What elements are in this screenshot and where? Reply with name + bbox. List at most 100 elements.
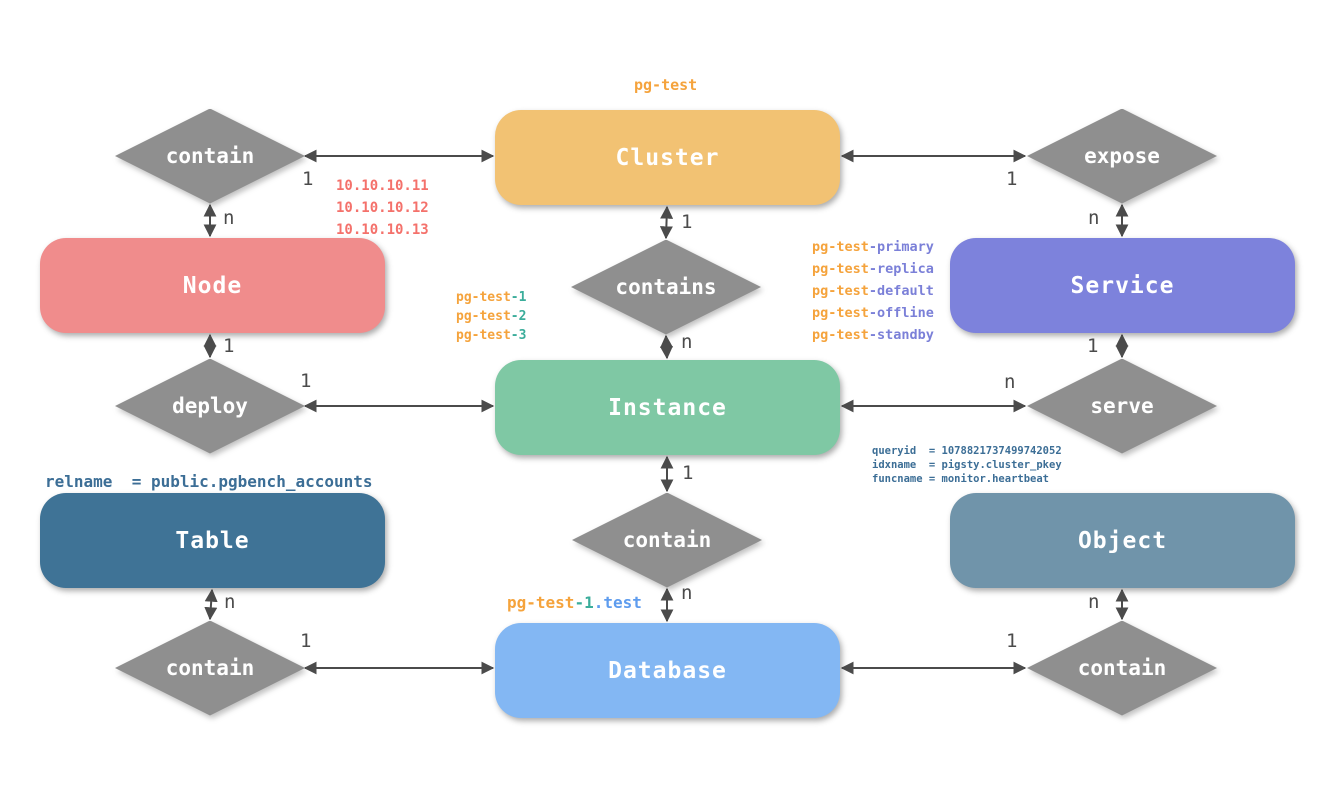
annotation-text: -replica — [868, 261, 934, 277]
annotation-database-name: pg-test-1.test — [507, 593, 642, 613]
entity-label-database: Database — [608, 657, 727, 684]
cardinality-contain-node: n — [223, 207, 235, 229]
relation-label-contain-object: contain — [1077, 656, 1167, 680]
diamond-shape: serve — [1027, 358, 1217, 454]
diamond-shape: contain — [1027, 620, 1217, 716]
annotation-text: 10.10.10.12 — [336, 200, 429, 216]
entity-database: Database — [495, 623, 840, 718]
diamond-shape: contain — [115, 108, 305, 204]
annotation-text: -default — [868, 283, 934, 299]
diamond-shape: deploy — [115, 358, 305, 454]
entity-table: Table — [40, 493, 385, 588]
connector-contains-instance — [659, 334, 674, 360]
connector-cluster-contains — [659, 205, 674, 240]
cardinality-table-contain: n — [224, 591, 236, 613]
annotation-text: pg-test — [812, 239, 869, 255]
cardinality-contain-database: n — [681, 582, 693, 604]
cardinality-database-contain-r: 1 — [1006, 630, 1018, 652]
relation-label-deploy: deploy — [172, 394, 248, 418]
annotation-text: pg-test — [456, 309, 511, 324]
annotation-text: .test — [593, 593, 642, 612]
annotation-text: -offline — [868, 305, 934, 321]
cardinality-deploy-instance: 1 — [300, 370, 312, 392]
annotation-text: pg-test — [812, 305, 869, 321]
annotation-text: queryid = 1078821737499742052 — [872, 445, 1062, 457]
annotation-text: 10.10.10.11 — [336, 178, 429, 194]
relation-label-contain-db: contain — [622, 528, 712, 552]
annotation-line: pg-test — [634, 75, 697, 95]
cardinality-expose-service: n — [1088, 207, 1100, 229]
entity-instance: Instance — [495, 360, 840, 455]
annotation-text: -1 — [510, 290, 527, 305]
entity-cluster: Cluster — [495, 110, 840, 205]
relation-serve: serve — [1027, 358, 1217, 454]
diamond-shape: contains — [571, 239, 761, 335]
cardinality-service-serve: 1 — [1087, 335, 1099, 357]
annotation-line: idxname = pigsty.cluster_pkey — [872, 458, 1062, 472]
relation-expose: expose — [1027, 108, 1217, 204]
cardinality-contain-cluster: 1 — [302, 168, 314, 190]
entity-label-instance: Instance — [608, 394, 727, 421]
annotation-text: pg-test — [507, 593, 575, 612]
annotation-line: 10.10.10.11 — [336, 175, 429, 197]
relation-label-contains: contains — [615, 275, 717, 299]
cardinality-instance-contain: 1 — [682, 462, 694, 484]
relation-contain-node: contain — [115, 108, 305, 204]
relation-contain-db: contain — [572, 492, 762, 588]
annotation-text: 10.10.10.13 — [336, 222, 429, 238]
annotation-text: pg-test — [456, 290, 511, 305]
annotation-line: pg-test-1 — [456, 288, 526, 307]
relation-label-expose: expose — [1084, 144, 1160, 168]
annotation-line: relname = public.pgbench_accounts — [45, 472, 373, 492]
relation-contain-table: contain — [115, 620, 305, 716]
entity-node: Node — [40, 238, 385, 333]
annotation-text: pg-test — [456, 328, 511, 343]
entity-label-cluster: Cluster — [615, 144, 720, 171]
annotation-line: funcname = monitor.heartbeat — [872, 472, 1062, 486]
annotation-text: funcname = monitor.heartbeat — [872, 473, 1050, 485]
annotation-line: pg-test-1.test — [507, 593, 642, 613]
relation-contains: contains — [571, 239, 761, 335]
annotation-table-relname: relname = public.pgbench_accounts — [45, 472, 373, 492]
cardinality-object-contain: n — [1088, 591, 1100, 613]
annotation-text: relname = public.pgbench_accounts — [45, 472, 373, 491]
entity-object: Object — [950, 493, 1295, 588]
annotation-node-ips: 10.10.10.11 10.10.10.12 10.10.10.13 — [336, 175, 429, 241]
annotation-cluster-name: pg-test — [634, 75, 697, 95]
annotation-text: pg-test — [812, 283, 869, 299]
relation-contain-object: contain — [1027, 620, 1217, 716]
annotation-text: -primary — [868, 239, 934, 255]
annotation-text: -3 — [510, 328, 527, 343]
annotation-text: pg-test — [812, 327, 869, 343]
annotation-text: pg-test — [812, 261, 869, 277]
relation-label-contain-node: contain — [165, 144, 255, 168]
diamond-shape: expose — [1027, 108, 1217, 204]
diamond-shape: contain — [572, 492, 762, 588]
annotation-line: pg-test-offline — [812, 302, 934, 324]
relation-deploy: deploy — [115, 358, 305, 454]
entity-label-service: Service — [1070, 272, 1175, 299]
annotation-line: pg-test-3 — [456, 326, 526, 345]
annotation-line: pg-test-default — [812, 280, 934, 302]
cardinality-contains-instance: n — [681, 331, 693, 353]
annotation-text: -standby — [868, 327, 934, 343]
annotation-text: pg-test — [634, 76, 698, 94]
annotation-line: queryid = 1078821737499742052 — [872, 444, 1062, 458]
annotation-text: -2 — [510, 309, 527, 324]
cardinality-instance-serve: n — [1004, 371, 1016, 393]
cardinality-cluster-contains: 1 — [681, 211, 693, 233]
annotation-line: pg-test-2 — [456, 307, 526, 326]
annotation-line: 10.10.10.12 — [336, 197, 429, 219]
diamond-shape: contain — [115, 620, 305, 716]
annotation-text: -1 — [574, 593, 594, 612]
relation-label-serve: serve — [1090, 394, 1154, 418]
connector-table-contain — [204, 588, 218, 621]
entity-label-node: Node — [182, 272, 243, 299]
cardinality-node-deploy: 1 — [223, 335, 235, 357]
cardinality-contain-database-l: 1 — [300, 630, 312, 652]
